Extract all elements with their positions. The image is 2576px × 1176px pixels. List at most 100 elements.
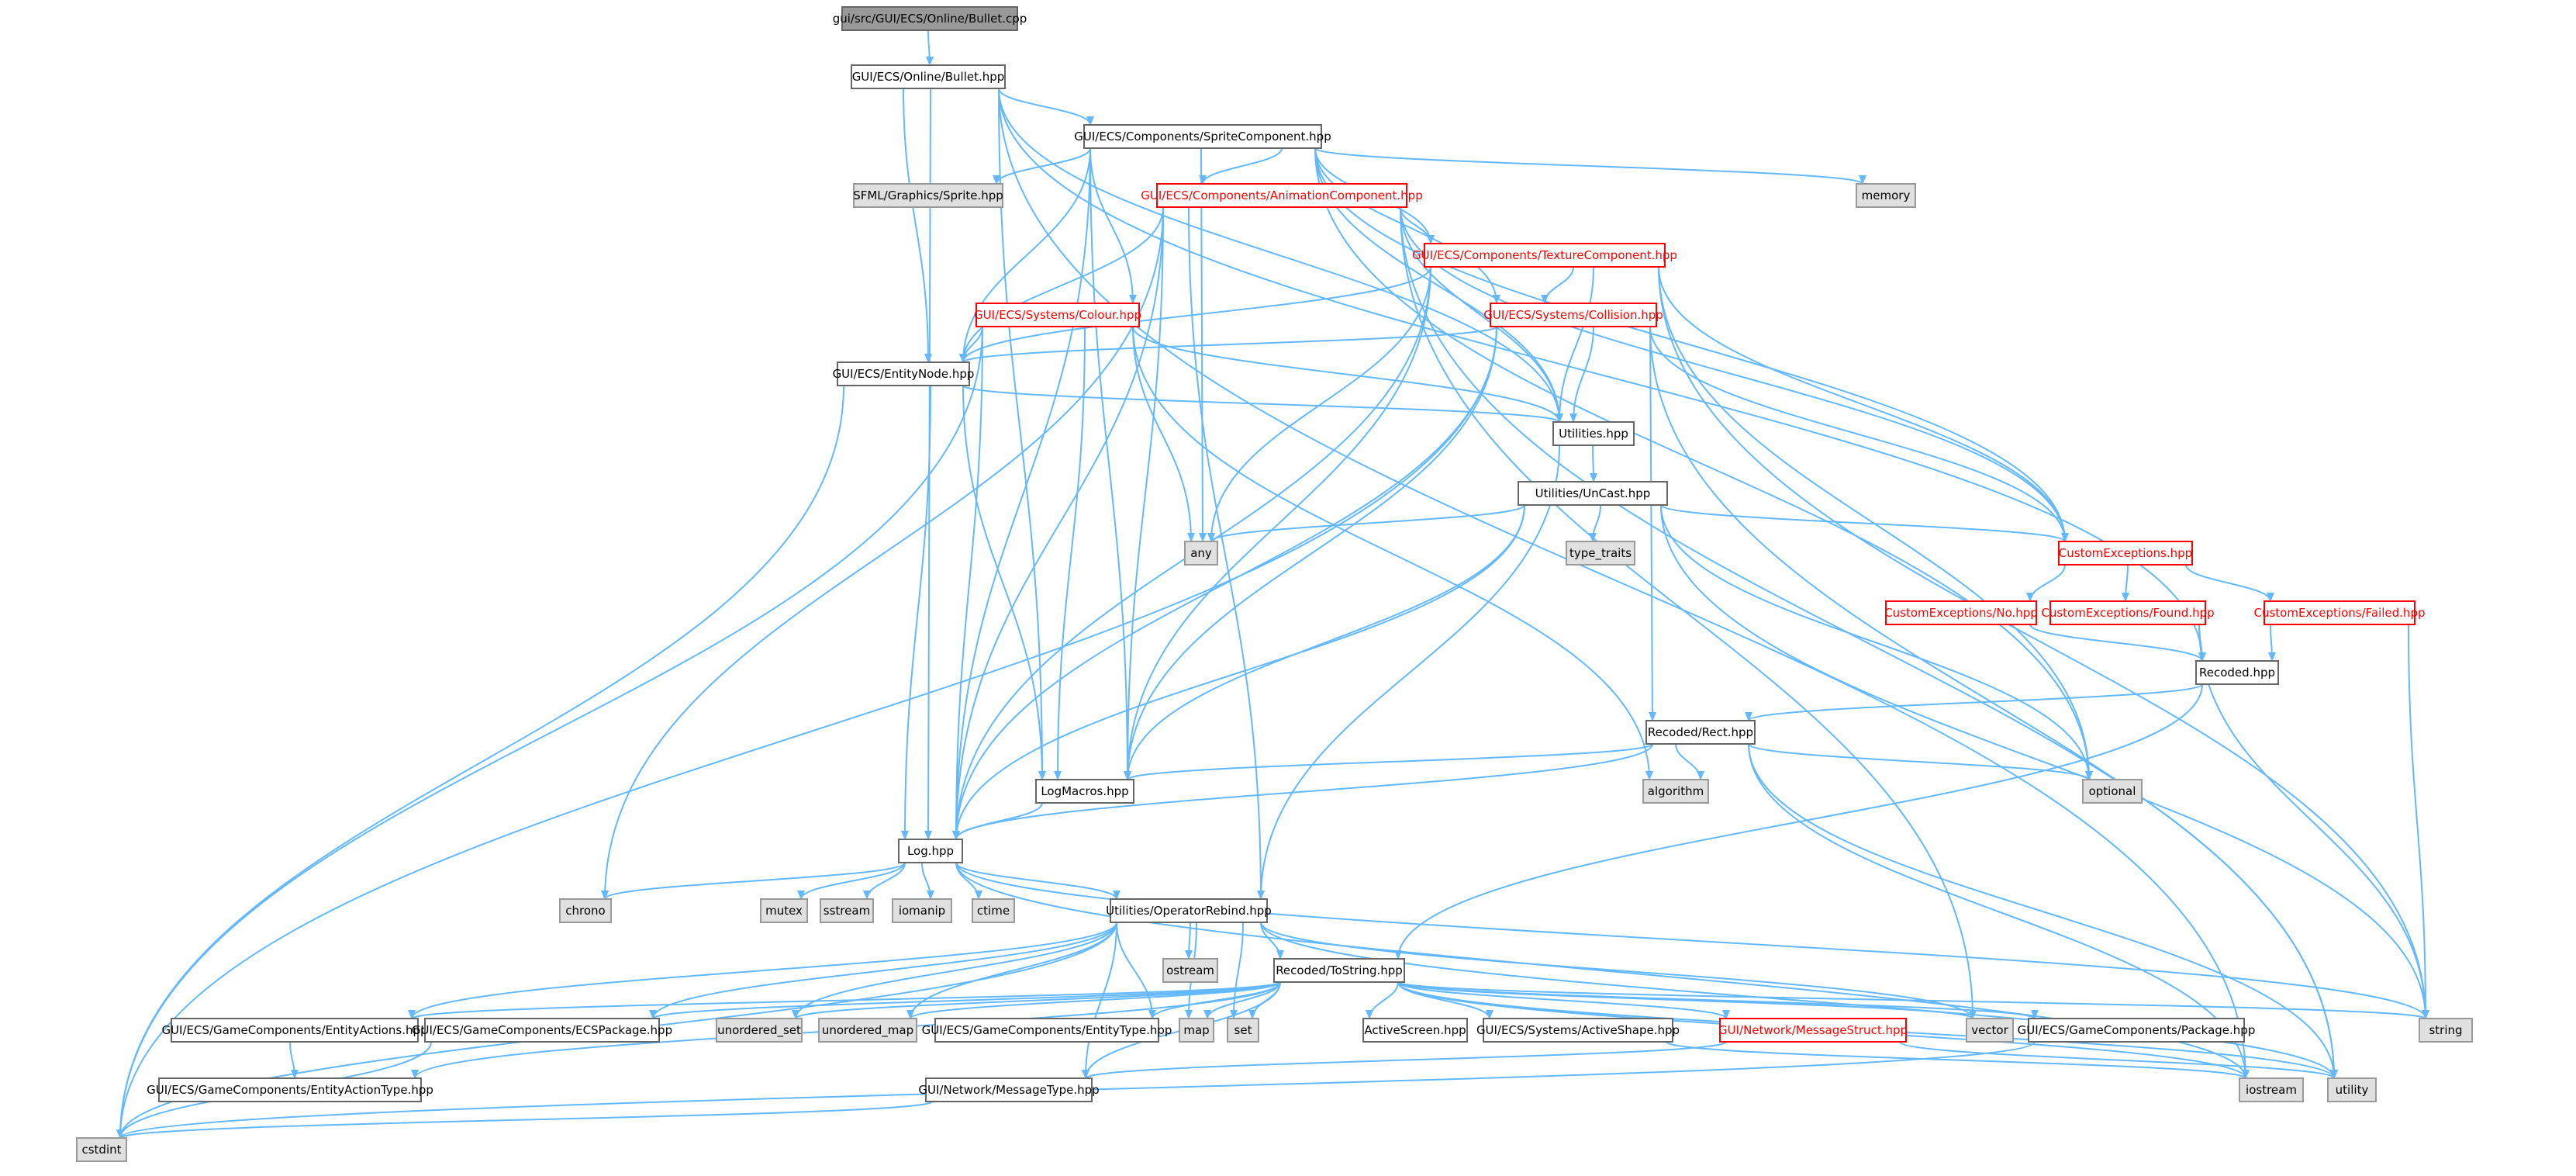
edge-uncast-to-type_traits <box>1589 504 1601 542</box>
node-utilities[interactable]: Utilities.hpp <box>1552 421 1635 446</box>
node-tostring[interactable]: Recoded/ToString.hpp <box>1273 958 1405 983</box>
node-sfml_sprite: SFML/Graphics/Sprite.hpp <box>853 183 1003 208</box>
edge-collision-to-rect <box>1648 326 1656 721</box>
edge-colour-to-log <box>952 326 983 840</box>
node-entity_type[interactable]: GUI/ECS/GameComponents/EntityType.hpp <box>922 1018 1172 1043</box>
node-label-any: any <box>1190 546 1212 560</box>
edge-anim_comp-to-utilities <box>1400 206 1563 423</box>
node-box-cstdint <box>76 1137 127 1162</box>
node-box-logmacros <box>1035 779 1134 804</box>
node-op_rebind[interactable]: Utilities/OperatorRebind.hpp <box>1106 898 1272 923</box>
node-ostream: ostream <box>1162 958 1218 983</box>
edge-texture_comp-to-collision <box>1541 266 1574 304</box>
node-label-optional: optional <box>2089 784 2136 798</box>
edge-tostring-to-package <box>1397 981 2039 1019</box>
node-sstream: sstream <box>820 898 874 923</box>
edge-texture_comp-to-utilities <box>1556 266 1594 423</box>
edge-bullet_hpp-to-recoded <box>998 88 2206 662</box>
edge-bullet_hpp-to-sprite_comp <box>998 88 1094 126</box>
edge-sprite_comp-to-custom_exc <box>1314 147 2069 542</box>
node-label-iostream: iostream <box>2246 1083 2297 1097</box>
node-label-sstream: sstream <box>824 904 870 918</box>
node-box-entity_action_type <box>158 1077 422 1102</box>
node-anim_comp[interactable]: GUI/ECS/Components/AnimationComponent.hp… <box>1141 183 1423 208</box>
edge-anim_comp-to-logmacros <box>1124 206 1164 780</box>
edge-bullet_hpp-to-logmacros <box>998 88 1046 780</box>
node-label-texture_comp: GUI/ECS/Components/TextureComponent.hpp <box>1412 248 1677 262</box>
edge-ce_found-to-string <box>2198 624 2429 1019</box>
edge-tostring-to-unordered_set <box>792 981 1281 1019</box>
node-entity_node[interactable]: GUI/ECS/EntityNode.hpp <box>833 361 975 386</box>
edge-op_rebind-to-entity_actions <box>408 922 1117 1019</box>
node-package[interactable]: GUI/ECS/GameComponents/Package.hpp <box>2018 1018 2256 1043</box>
edge-entity_actions-to-entity_action_type <box>289 1041 299 1079</box>
node-active_shape[interactable]: GUI/ECS/Systems/ActiveShape.hpp <box>1476 1018 1680 1043</box>
node-entity_actions[interactable]: GUI/ECS/GameComponents/EntityActions.hpp <box>161 1018 428 1043</box>
node-box-ce_found <box>2049 600 2206 625</box>
node-collision[interactable]: GUI/ECS/Systems/Collision.hpp <box>1483 303 1663 327</box>
node-uncast[interactable]: Utilities/UnCast.hpp <box>1518 481 1668 506</box>
edge-rect-to-algorithm <box>1675 743 1704 780</box>
edge-op_rebind-to-set <box>1230 922 1244 1019</box>
edge-entity_node-to-utilities <box>962 385 1563 423</box>
edge-uncast-to-logmacros <box>1124 504 1525 780</box>
node-box-vector <box>1966 1018 2014 1043</box>
node-label-set: set <box>1234 1023 1252 1037</box>
node-logmacros[interactable]: LogMacros.hpp <box>1035 779 1134 804</box>
edge-uncast-to-string <box>1660 504 2429 1019</box>
node-custom_exc[interactable]: CustomExceptions.hpp <box>2058 541 2193 566</box>
node-label-active_shape: GUI/ECS/Systems/ActiveShape.hpp <box>1476 1023 1680 1037</box>
edge-sprite_comp-to-log <box>952 147 1091 840</box>
edge-sprite_comp-to-colour <box>1089 147 1137 304</box>
node-sprite_comp[interactable]: GUI/ECS/Components/SpriteComponent.hpp <box>1074 124 1331 149</box>
node-label-vector: vector <box>1971 1023 2008 1037</box>
edge-collision-to-entity_node <box>959 326 1497 363</box>
edge-bullet_hpp-to-iostream <box>998 88 2250 1079</box>
edge-uncast-to-log <box>952 504 1525 840</box>
node-label-collision: GUI/ECS/Systems/Collision.hpp <box>1483 308 1663 322</box>
node-ecs_package[interactable]: GUI/ECS/GameComponents/ECSPackage.hpp <box>412 1018 672 1043</box>
edge-rect-to-logmacros <box>1124 743 1653 780</box>
edge-utilities-to-uncast <box>1589 444 1597 483</box>
node-active_screen[interactable]: ActiveScreen.hpp <box>1362 1018 1468 1043</box>
node-msg_struct[interactable]: GUI/Network/MessageStruct.hpp <box>1718 1018 1908 1043</box>
edge-tostring-to-active_screen <box>1366 981 1399 1019</box>
edge-op_rebind-to-vector <box>1260 922 1977 1019</box>
edge-ce_failed-to-string <box>2408 624 2429 1019</box>
edge-log-to-sstream <box>863 862 906 900</box>
node-box-ctime <box>972 898 1015 923</box>
node-unordered_set: unordered_set <box>716 1018 803 1043</box>
node-label-bullet_hpp: GUI/ECS/Online/Bullet.hpp <box>852 70 1005 84</box>
node-box-sstream <box>820 898 874 923</box>
node-box-entity_actions <box>171 1018 419 1043</box>
node-bullet_hpp[interactable]: GUI/ECS/Online/Bullet.hpp <box>851 64 1006 89</box>
node-ce_no[interactable]: CustomExceptions/No.hpp <box>1884 600 2038 625</box>
node-label-utilities: Utilities.hpp <box>1559 427 1628 441</box>
node-ce_found[interactable]: CustomExceptions/Found.hpp <box>2041 600 2215 625</box>
edge-uncast-to-optional <box>1660 504 2093 780</box>
node-log[interactable]: Log.hpp <box>898 839 963 863</box>
node-label-ce_no: CustomExceptions/No.hpp <box>1884 606 2038 620</box>
node-box-rect <box>1645 720 1756 745</box>
node-label-string: string <box>2429 1023 2462 1037</box>
node-iostream: iostream <box>2239 1077 2304 1102</box>
node-label-op_rebind: Utilities/OperatorRebind.hpp <box>1106 904 1272 918</box>
node-box-custom_exc <box>2058 541 2193 566</box>
node-colour[interactable]: GUI/ECS/Systems/Colour.hpp <box>974 303 1141 327</box>
edge-texture_comp-to-any <box>1207 266 1431 542</box>
node-label-ctime: ctime <box>977 904 1010 918</box>
node-msg_type[interactable]: GUI/Network/MessageType.hpp <box>918 1077 1100 1102</box>
node-entity_action_type[interactable]: GUI/ECS/GameComponents/EntityActionType.… <box>147 1077 433 1102</box>
node-recoded[interactable]: Recoded.hpp <box>2195 660 2279 685</box>
node-rect[interactable]: Recoded/Rect.hpp <box>1645 720 1756 745</box>
edge-sprite_comp-to-collision <box>1314 147 1500 304</box>
node-chrono: chrono <box>559 898 612 923</box>
node-box-active_shape <box>1483 1018 1673 1043</box>
edge-active_shape-to-iostream <box>1666 1041 2250 1079</box>
edge-log-to-iomanip <box>921 862 934 900</box>
node-label-cstdint: cstdint <box>81 1143 121 1157</box>
node-ce_failed[interactable]: CustomExceptions/Failed.hpp <box>2253 600 2426 625</box>
node-root[interactable]: gui/src/GUI/ECS/Online/Bullet.cpp <box>833 6 1027 31</box>
node-texture_comp[interactable]: GUI/ECS/Components/TextureComponent.hpp <box>1412 243 1677 268</box>
node-utility: utility <box>2327 1077 2377 1102</box>
